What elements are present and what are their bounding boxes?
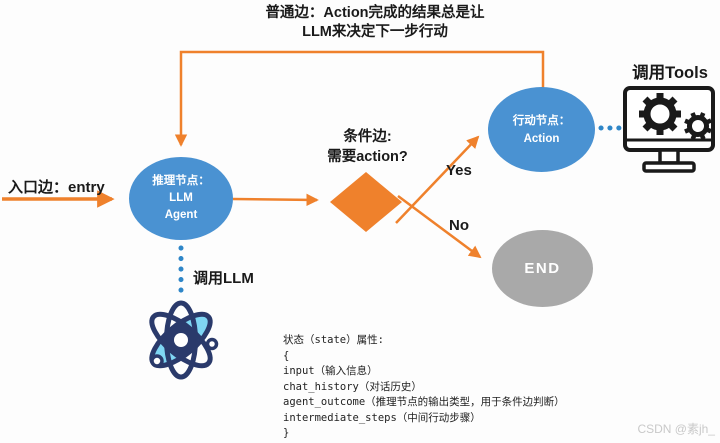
no-label: No (449, 217, 469, 234)
yes-edge-arrow (395, 135, 480, 224)
normal-edge-note: 普通边：Action完成的结果总是让 LLM来决定下一步行动 (265, 5, 485, 40)
reasoning-to-condition-arrow (232, 193, 319, 207)
atom-electron (205, 337, 219, 351)
node-end: END (492, 230, 593, 307)
call-llm-label: 调用LLM (193, 270, 254, 287)
tools-monitor-icon (623, 86, 715, 173)
csdn-watermark: CSDN @素jh_ (637, 422, 715, 436)
no-edge-arrow (397, 194, 482, 259)
llm-atom-icon (149, 300, 219, 380)
entry-edge-label: 入口边：entry (8, 179, 105, 196)
node-reasoning-llm-agent: 推理节点： LLM Agent (129, 157, 233, 240)
atom-electron (150, 354, 164, 368)
gear-icon-small (684, 112, 712, 140)
condition-edge-label: 条件边: 需要action? (327, 129, 408, 165)
atom-nucleus-hole (174, 333, 188, 347)
call-tools-label: 调用Tools (632, 64, 708, 82)
monitor-base (642, 161, 696, 173)
condition-diamond (330, 172, 402, 232)
gear-icon-large (639, 93, 681, 135)
node-action: 行动节点： Action (488, 87, 595, 172)
monitor-neck (658, 148, 680, 165)
state-attributes-block: 状态（state）属性: { input（输入信息） chat_history（… (283, 334, 565, 439)
yes-label: Yes (446, 162, 472, 179)
normal-edge-loop-arrow (174, 50, 545, 147)
